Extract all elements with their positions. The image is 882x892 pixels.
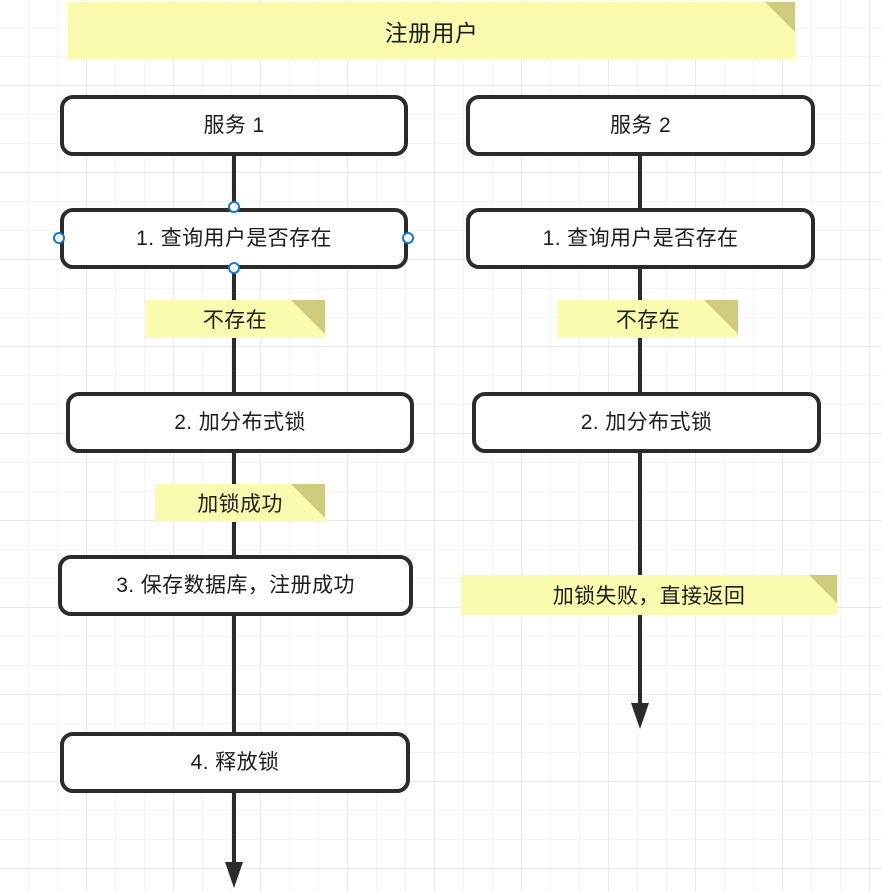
lane-header-service-2[interactable]: 服务 2 <box>466 95 815 156</box>
note-fold-corner <box>291 300 325 334</box>
note-2-1-text: 不存在 <box>615 309 681 332</box>
note-1-1[interactable]: 不存在 <box>145 300 325 338</box>
lane-header-service-1[interactable]: 服务 1 <box>60 95 408 156</box>
arrowhead-s1-end <box>225 862 243 888</box>
node-step-1-1-label: 1. 查询用户是否存在 <box>136 226 332 250</box>
connector-s1-header-to-step1[interactable] <box>232 155 236 210</box>
lane-header-service-2-label: 服务 2 <box>609 113 672 137</box>
node-step-1-2-label: 2. 加分布式锁 <box>174 410 306 434</box>
node-step-1-3[interactable]: 3. 保存数据库，注册成功 <box>58 555 413 616</box>
connector-s2-header-to-step1[interactable] <box>638 155 642 210</box>
node-step-1-3-label: 3. 保存数据库，注册成功 <box>116 573 355 597</box>
selection-handle-right[interactable] <box>402 232 414 244</box>
note-1-2[interactable]: 加锁成功 <box>155 484 325 522</box>
note-fold-corner <box>765 2 795 32</box>
diagram-title-note[interactable]: 注册用户 <box>68 2 795 59</box>
node-step-1-4[interactable]: 4. 释放锁 <box>60 732 410 793</box>
note-fold-corner <box>809 575 837 603</box>
connector-s1-step3-to-step4[interactable] <box>232 613 236 734</box>
node-step-1-4-label: 4. 释放锁 <box>190 750 280 774</box>
note-1-1-text: 不存在 <box>202 309 268 332</box>
note-1-2-text: 加锁成功 <box>197 493 283 516</box>
selection-handle-top[interactable] <box>228 201 240 213</box>
node-step-2-2[interactable]: 2. 加分布式锁 <box>472 392 821 453</box>
lane-header-service-1-label: 服务 1 <box>203 113 265 137</box>
node-step-2-1[interactable]: 1. 查询用户是否存在 <box>466 208 815 269</box>
note-2-2[interactable]: 加锁失败，直接返回 <box>461 575 837 615</box>
node-step-1-1[interactable]: 1. 查询用户是否存在 <box>60 208 408 269</box>
note-fold-corner <box>704 300 738 334</box>
connector-s1-step4-to-end[interactable] <box>232 790 236 866</box>
selection-handle-bottom[interactable] <box>228 262 240 274</box>
note-2-2-text: 加锁失败，直接返回 <box>552 585 746 608</box>
node-step-2-1-label: 1. 查询用户是否存在 <box>542 226 739 250</box>
note-fold-corner <box>291 484 325 518</box>
arrowhead-s2-end <box>631 703 649 729</box>
node-step-2-2-label: 2. 加分布式锁 <box>580 410 713 434</box>
selection-handle-left[interactable] <box>53 232 65 244</box>
note-background <box>68 2 795 59</box>
note-2-1[interactable]: 不存在 <box>558 300 738 338</box>
node-step-1-2[interactable]: 2. 加分布式锁 <box>66 392 414 453</box>
note-background <box>461 575 837 615</box>
diagram-title-text: 注册用户 <box>384 19 479 46</box>
